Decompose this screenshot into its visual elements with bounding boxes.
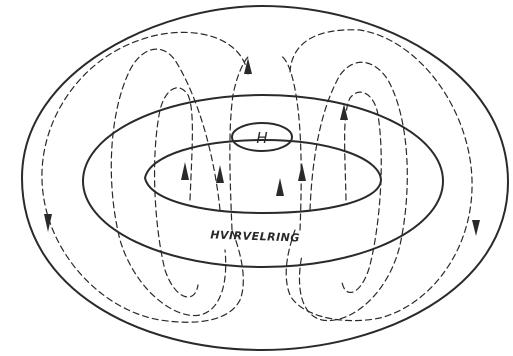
arrow-up-center-mid-right bbox=[298, 163, 306, 181]
field-line-left-middle bbox=[111, 49, 225, 315]
field-line-left-inner bbox=[155, 88, 198, 297]
arrow-up-center-left bbox=[181, 162, 189, 180]
field-line-center-left bbox=[230, 55, 250, 230]
arrow-down-right bbox=[472, 220, 480, 236]
arrow-up-center-mid-left bbox=[216, 165, 224, 183]
ring-label: HVIRVELRING bbox=[210, 228, 300, 244]
arrow-down-left bbox=[44, 214, 52, 232]
outer-boundary-ellipse bbox=[22, 6, 508, 350]
arrow-up-center-mid bbox=[276, 178, 284, 196]
center-label: H bbox=[256, 129, 267, 147]
field-line-right-middle bbox=[299, 62, 407, 320]
field-line-right-inner bbox=[342, 92, 381, 292]
